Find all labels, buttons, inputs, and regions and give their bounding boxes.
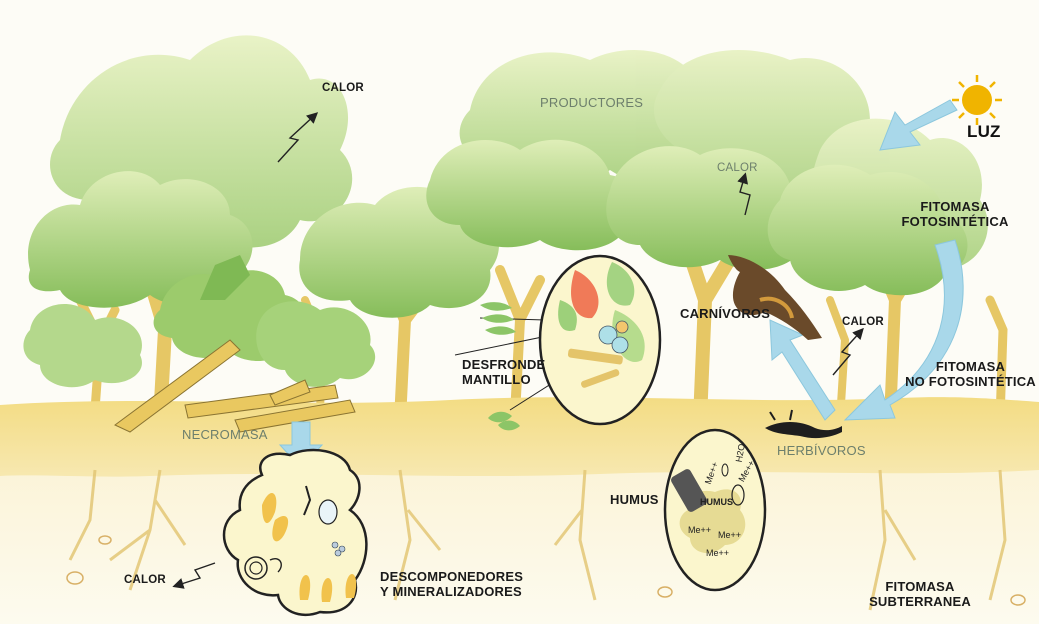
label-descomponedores: DESCOMPONEDORES Y MINERALIZADORES <box>380 570 523 600</box>
label-fitomasa-no-fotosintetica-line2: NO FOTOSINTÉTICA <box>898 375 1039 390</box>
humus-inset-shape <box>665 430 765 590</box>
label-fitomasa-fotosintetica-line1: FITOMASA <box>885 200 1025 215</box>
label-calor-right: CALOR <box>842 316 884 329</box>
label-fitomasa-no-fotosintetica: FITOMASA NO FOTOSINTÉTICA <box>898 360 1039 390</box>
label-desfronde: DESFRONDE <box>462 358 545 373</box>
label-fitomasa-subterranea: FITOMASA SUBTERRANEA <box>860 580 980 610</box>
litter-inset <box>540 256 660 424</box>
label-necromasa: NECROMASA <box>182 428 268 443</box>
label-mantillo: MANTILLO <box>462 373 545 388</box>
label-fitomasa-fotosintetica-line2: FOTOSINTÉTICA <box>885 215 1025 230</box>
label-luz: LUZ <box>967 122 1001 142</box>
humus-inset-me-4: Me++ <box>718 530 741 540</box>
humus-inset-me-5: Me++ <box>706 548 729 558</box>
label-calor-canopy: CALOR <box>717 162 758 175</box>
label-fitomasa-subterranea-line1: FITOMASA <box>860 580 980 595</box>
humus-inset-me-3: Me++ <box>688 525 711 535</box>
label-fitomasa-fotosintetica: FITOMASA FOTOSINTÉTICA <box>885 200 1025 230</box>
label-descomponedores-line1: DESCOMPONEDORES <box>380 570 523 585</box>
label-calor-bottom: CALOR <box>124 574 166 587</box>
humus-inset-title: HUMUS <box>700 497 733 507</box>
label-fitomasa-no-fotosintetica-line1: FITOMASA <box>898 360 1039 375</box>
label-carnivoros: CARNÍVOROS <box>680 307 770 322</box>
label-herbivoros: HERBÍVOROS <box>777 444 866 459</box>
label-productores: PRODUCTORES <box>540 96 643 111</box>
label-descomponedores-line2: Y MINERALIZADORES <box>380 585 523 600</box>
label-humus: HUMUS <box>610 493 659 508</box>
label-fitomasa-subterranea-line2: SUBTERRANEA <box>860 595 980 610</box>
label-calor-top: CALOR <box>322 82 364 95</box>
label-desfronde-mantillo: DESFRONDE MANTILLO <box>462 358 545 388</box>
